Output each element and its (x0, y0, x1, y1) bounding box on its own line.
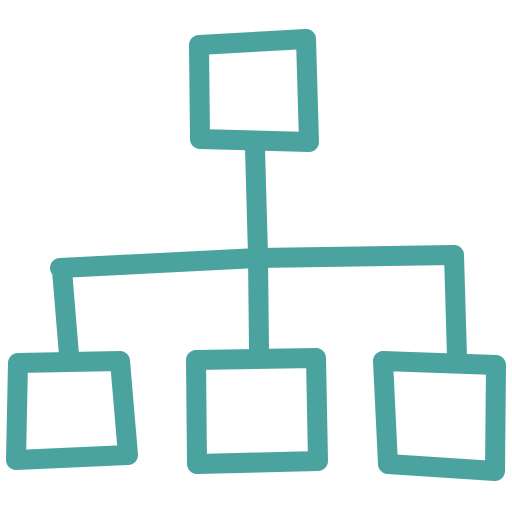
left-child-node-box (6, 351, 138, 470)
right-drop-connector (444, 245, 467, 367)
left-drop-connector (52, 260, 79, 365)
root-node-box (189, 29, 319, 152)
root-stem-connector (245, 138, 268, 265)
right-child-node-box (373, 351, 506, 481)
middle-drop-connector (248, 248, 269, 359)
middle-child-node-box (186, 348, 328, 474)
